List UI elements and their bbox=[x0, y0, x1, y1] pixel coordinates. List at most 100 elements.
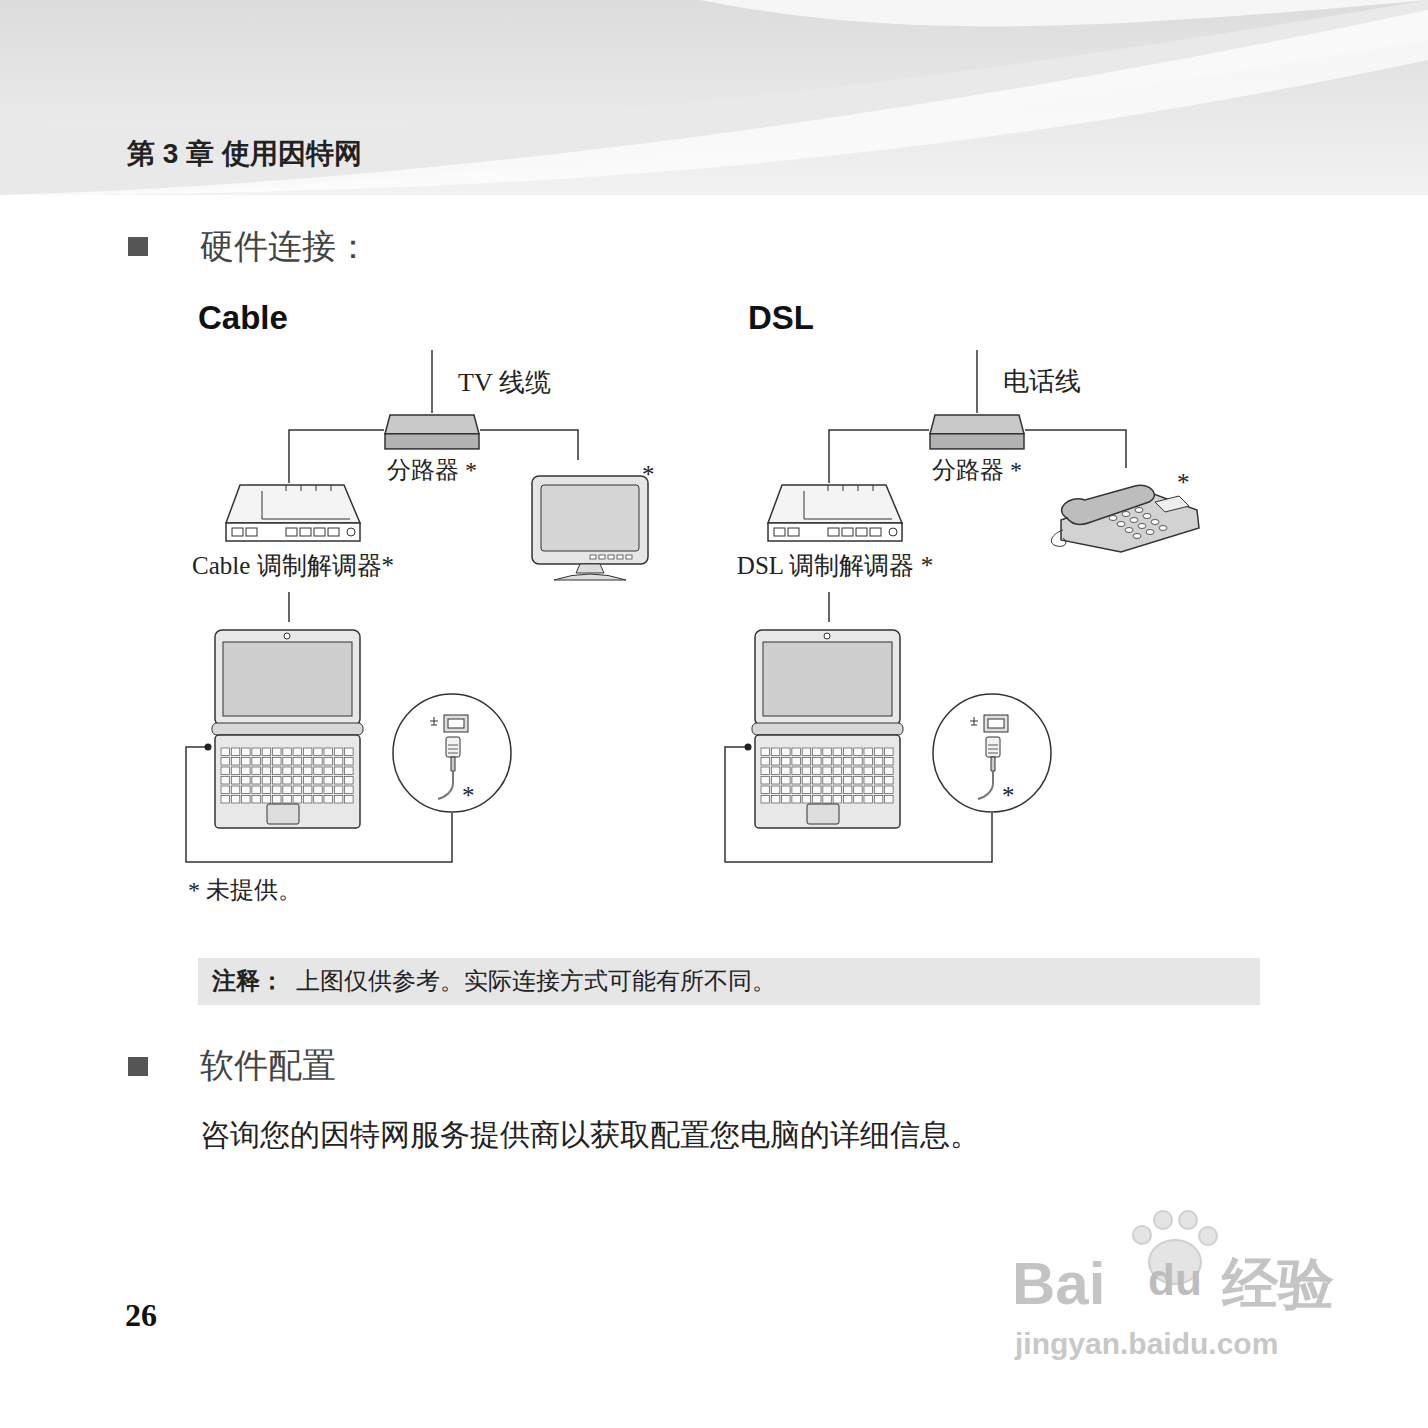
key bbox=[345, 767, 354, 775]
key bbox=[324, 748, 333, 756]
key bbox=[854, 796, 863, 804]
power-jack bbox=[889, 528, 897, 536]
cable-line bbox=[431, 350, 433, 413]
key bbox=[792, 758, 801, 766]
wires bbox=[186, 350, 992, 862]
key bbox=[283, 786, 292, 794]
plug-boot bbox=[991, 757, 995, 771]
key bbox=[242, 748, 251, 756]
device-label: Cable 调制解调器* bbox=[192, 551, 394, 581]
key bbox=[792, 796, 801, 804]
modem-ridge bbox=[804, 491, 892, 519]
key bbox=[833, 796, 842, 804]
button bbox=[626, 555, 632, 559]
port bbox=[842, 528, 853, 536]
key bbox=[802, 796, 811, 804]
led bbox=[286, 485, 287, 491]
key bbox=[262, 748, 271, 756]
port bbox=[232, 528, 243, 536]
key bbox=[802, 786, 811, 794]
key bbox=[771, 767, 780, 775]
key bbox=[823, 758, 832, 766]
phone-node: * bbox=[1051, 468, 1203, 554]
key bbox=[231, 786, 240, 794]
modem-top bbox=[768, 485, 902, 523]
key bbox=[771, 758, 780, 766]
section-heading: 软件配置 bbox=[200, 1045, 336, 1086]
key bbox=[303, 767, 312, 775]
key bbox=[864, 777, 873, 785]
modem-node: Cable 调制解调器* bbox=[189, 483, 398, 581]
port bbox=[328, 528, 339, 536]
lan-cable bbox=[438, 771, 453, 799]
modem-front bbox=[226, 523, 360, 541]
key bbox=[761, 758, 770, 766]
callout-circle bbox=[933, 694, 1051, 812]
key bbox=[813, 767, 822, 775]
key bbox=[334, 748, 343, 756]
key bbox=[273, 777, 282, 785]
key bbox=[792, 748, 801, 756]
handset bbox=[1062, 485, 1155, 524]
key bbox=[221, 758, 230, 766]
line-label: 电话线 bbox=[1003, 366, 1081, 397]
modem-node: DSL 调制解调器 * bbox=[734, 483, 937, 581]
key bbox=[771, 748, 780, 756]
footnote: * 未提供。 bbox=[188, 876, 302, 905]
camera bbox=[824, 633, 830, 639]
laptops bbox=[212, 630, 903, 828]
laptop-hinge bbox=[752, 723, 903, 735]
key bbox=[771, 796, 780, 804]
key bbox=[843, 758, 852, 766]
laptop-screen bbox=[763, 642, 892, 716]
button bbox=[608, 555, 614, 559]
lan-icon bbox=[970, 717, 978, 725]
keypad-key bbox=[1159, 526, 1167, 531]
bullet-square bbox=[128, 237, 148, 256]
lan-port bbox=[444, 715, 468, 732]
note-text: 上图仅供参考。实际连接方式可能有所不同。 bbox=[296, 967, 776, 996]
keypad-key bbox=[1146, 530, 1154, 535]
key bbox=[345, 786, 354, 794]
keypad-key bbox=[1122, 512, 1130, 517]
key bbox=[813, 777, 822, 785]
port-opening bbox=[988, 719, 1004, 728]
header-band bbox=[0, 0, 1428, 195]
laptop-screen bbox=[223, 642, 352, 716]
port bbox=[828, 528, 839, 536]
key bbox=[792, 767, 801, 775]
illustration-part bbox=[1179, 1211, 1197, 1229]
key bbox=[833, 767, 842, 775]
connector bbox=[1025, 430, 1126, 468]
button bbox=[590, 555, 596, 559]
laptop-hinge bbox=[212, 723, 363, 735]
led bbox=[843, 485, 844, 491]
key bbox=[231, 758, 240, 766]
key bbox=[334, 758, 343, 766]
key bbox=[262, 786, 271, 794]
key bbox=[262, 758, 271, 766]
line-label: TV 线缆 bbox=[458, 367, 551, 398]
not-supplied-mark: * bbox=[462, 781, 475, 811]
key bbox=[324, 767, 333, 775]
watermark: 经验 bbox=[1222, 1250, 1334, 1317]
key bbox=[314, 767, 323, 775]
key bbox=[314, 748, 323, 756]
callout-shape bbox=[932, 693, 1052, 813]
key bbox=[874, 777, 883, 785]
key bbox=[283, 796, 292, 804]
not-supplied-mark: * bbox=[1002, 781, 1015, 811]
key bbox=[843, 786, 852, 794]
key bbox=[874, 786, 883, 794]
monitor-neck bbox=[576, 564, 604, 573]
key bbox=[283, 748, 292, 756]
key bbox=[771, 786, 780, 794]
key bbox=[843, 767, 852, 775]
port bbox=[788, 528, 799, 536]
connector bbox=[829, 430, 929, 483]
key bbox=[252, 786, 261, 794]
modem-shape bbox=[224, 483, 362, 545]
key bbox=[303, 758, 312, 766]
illustration-part bbox=[1199, 1227, 1217, 1245]
